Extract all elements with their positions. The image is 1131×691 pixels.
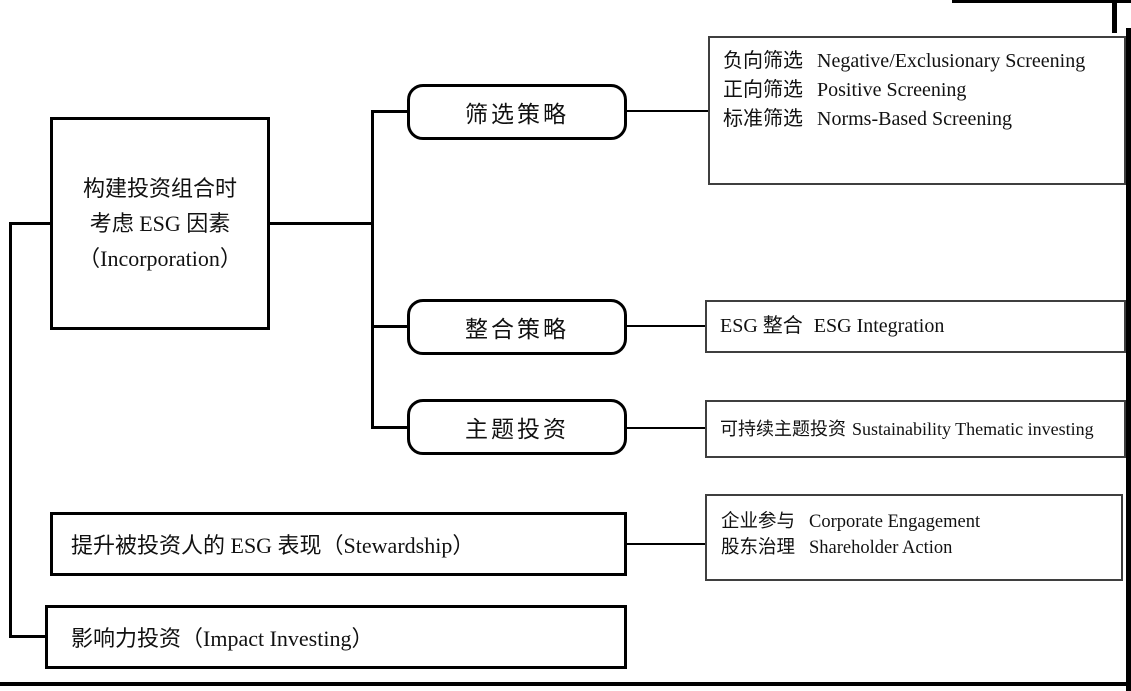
impact-investing-label: 影响力投资（Impact Investing） [71, 626, 374, 651]
connector-thematic-to-detail [627, 427, 705, 429]
norms-screening-en: Norms-Based Screening [817, 108, 1012, 130]
connector-integration-to-detail [627, 325, 705, 327]
norms-screening-zh: 标准筛选 [723, 108, 803, 130]
connector-left-to-incorporation [9, 222, 53, 225]
incorporation-box: 构建投资组合时 考虑 ESG 因素 （Incorporation） [50, 117, 270, 330]
integration-detail-box: ESG 整合 ESG Integration [705, 300, 1126, 353]
integration-strategy-node: 整合策略 [407, 299, 627, 355]
negative-screening-zh: 负向筛选 [723, 50, 803, 72]
screening-strategy-node: 筛选策略 [407, 84, 627, 140]
integration-detail-row: ESG 整合 ESG Integration [720, 312, 944, 341]
connector-stub-screening [371, 110, 409, 113]
incorporation-line-1: 构建投资组合时 [82, 176, 237, 201]
esg-integration-en: ESG Integration [813, 315, 945, 337]
stewardship-detail-box: 企业参与 Corporate Engagement 股东治理 Shareholder… [705, 494, 1123, 581]
thematic-strategy-label: 主题投资 [465, 417, 569, 442]
shareholder-action-zh: 股东治理 [721, 538, 796, 558]
engagement-detail-row: 企业参与 Corporate Engagement [721, 509, 1113, 535]
stewardship-label: 提升被投资人的 ESG 表现（Stewardship） [71, 533, 475, 558]
corporate-engagement-zh: 企业参与 [721, 512, 796, 532]
connector-incorporation-to-tree [270, 222, 374, 225]
thematic-detail-box: 可持续主题投资 Sustainability Thematic investing [705, 400, 1126, 458]
screening-strategy-label: 筛选策略 [465, 102, 569, 127]
screening-detail-box: 负向筛选 Negative/Exclusionary Screening 正向筛选… [708, 36, 1126, 185]
sustainability-thematic-zh: 可持续主题投资 [720, 418, 846, 439]
connector-left-vertical [9, 222, 12, 638]
connector-stub-integration [371, 325, 409, 328]
positive-screening-zh: 正向筛选 [723, 79, 803, 101]
sustainability-thematic-en: Sustainability Thematic investing [852, 418, 1094, 439]
screening-detail-row: 正向筛选 Positive Screening [723, 76, 1116, 105]
stewardship-box: 提升被投资人的 ESG 表现（Stewardship） [50, 512, 627, 576]
incorporation-line-2: 考虑 ESG 因素 [89, 211, 231, 236]
thematic-strategy-node: 主题投资 [407, 399, 627, 455]
page-edge-top-corner [1112, 0, 1117, 33]
incorporation-line-3: （Incorporation） [78, 246, 242, 271]
esg-integration-zh: ESG 整合 [720, 315, 803, 337]
shareholder-action-en: Shareholder Action [809, 538, 953, 558]
screening-detail-row: 负向筛选 Negative/Exclusionary Screening [723, 47, 1116, 76]
connector-stewardship-to-detail [627, 543, 705, 545]
corporate-engagement-en: Corporate Engagement [809, 512, 981, 532]
negative-screening-en: Negative/Exclusionary Screening [817, 50, 1086, 72]
connector-left-to-impact [9, 635, 48, 638]
connector-screening-to-detail [627, 110, 708, 112]
connector-stub-thematic [371, 426, 409, 429]
screening-detail-row: 标准筛选 Norms-Based Screening [723, 105, 1116, 134]
page-edge-right [1126, 28, 1131, 691]
page-edge-top [952, 0, 1131, 3]
connector-tree-vertical [371, 110, 374, 429]
impact-investing-box: 影响力投资（Impact Investing） [45, 605, 627, 669]
positive-screening-en: Positive Screening [817, 79, 967, 101]
integration-strategy-label: 整合策略 [465, 317, 569, 342]
page-rule-bottom [0, 682, 1131, 686]
thematic-detail-row: 可持续主题投资 Sustainability Thematic investing [720, 415, 1094, 444]
engagement-detail-row: 股东治理 Shareholder Action [721, 535, 1113, 561]
